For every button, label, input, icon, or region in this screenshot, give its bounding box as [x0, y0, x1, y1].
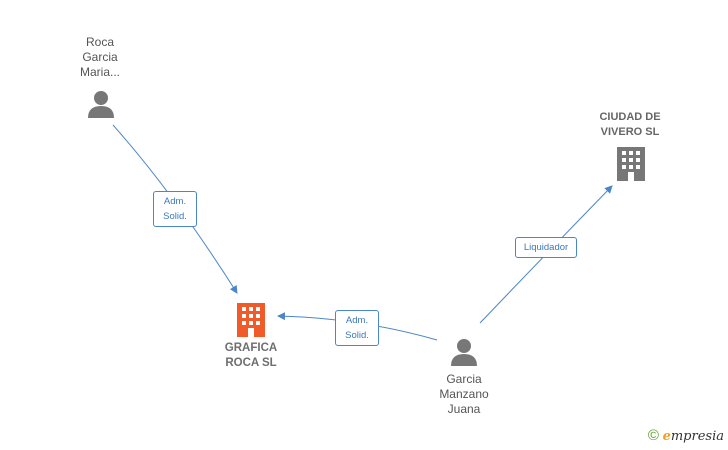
building-icon[interactable]: [617, 147, 645, 181]
empresia-watermark: © empresia: [648, 427, 724, 444]
copyright-icon: ©: [647, 427, 659, 444]
brand-logo: empresia: [662, 429, 724, 444]
edge-label-roca-grafica[interactable]: Adm. Solid.: [153, 191, 197, 227]
edge-label-garcia-grafica[interactable]: Adm. Solid.: [335, 310, 379, 346]
node-label-grafica[interactable]: GRAFICA ROCA SL: [224, 342, 278, 369]
edge-label-garcia-ciudad[interactable]: Liquidador: [515, 237, 577, 258]
person-icon[interactable]: [451, 339, 477, 366]
building-icon[interactable]: [237, 303, 265, 337]
node-label-garcia[interactable]: Garcia Manzano Juana: [439, 372, 489, 416]
node-label-ciudad[interactable]: CIUDAD DE VIVERO SL: [599, 111, 661, 138]
node-label-roca[interactable]: Roca Garcia Maria...: [79, 35, 120, 79]
person-icon[interactable]: [88, 91, 114, 118]
